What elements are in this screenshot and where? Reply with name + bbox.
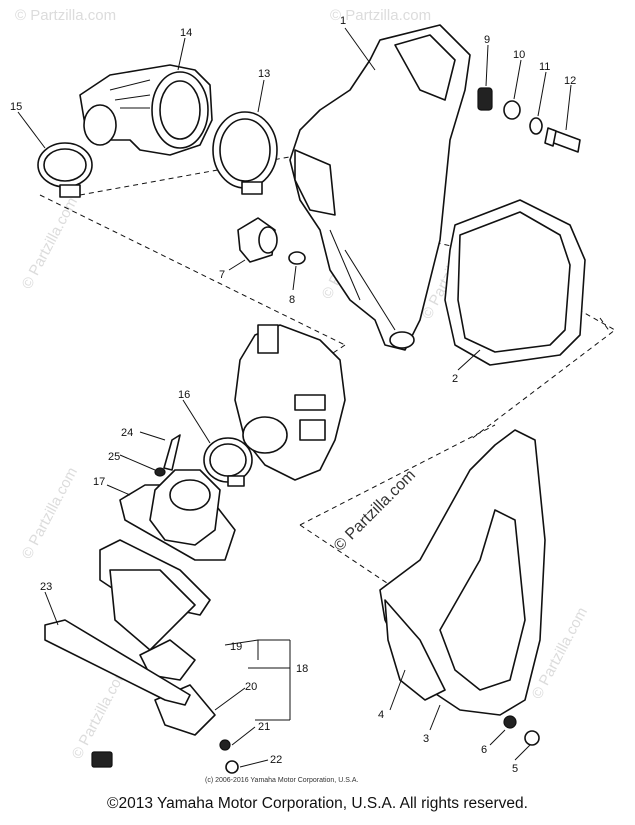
callout-numbers: 1 2 3 4 5 6 7 8 9 10 11 12 13 14 15 16 1… [10, 15, 576, 775]
callout-23: 23 [40, 581, 52, 593]
callout-5: 5 [512, 763, 518, 775]
callout-18: 18 [296, 663, 308, 675]
clamp-16 [203, 437, 253, 487]
callout-25: 25 [108, 451, 120, 463]
diagram-copyright: (c) 2006-2016 Yamaha Motor Corporation, … [205, 777, 358, 784]
cap-and-clip [237, 217, 306, 265]
callout-1: 1 [340, 15, 346, 27]
callout-16: 16 [178, 389, 190, 401]
clamp-13 [212, 111, 278, 195]
callout-10: 10 [513, 49, 525, 61]
callout-22: 22 [270, 754, 282, 766]
intake-manifold [119, 469, 236, 561]
callout-19: 19 [230, 641, 242, 653]
callout-15: 15 [10, 101, 22, 113]
callout-20: 20 [245, 681, 257, 693]
reed-valve [99, 539, 239, 774]
watermark-left-mid: © Partzilla.com [19, 195, 81, 292]
gasket [44, 619, 191, 706]
footer-copyright: ©2013 Yamaha Motor Corporation, U.S.A. A… [107, 795, 528, 812]
bolt-washer-24-25 [154, 434, 181, 477]
callout-4: 4 [378, 709, 384, 721]
watermark-tr: © Partzilla.com [330, 7, 431, 24]
callout-3: 3 [423, 733, 429, 745]
watermark-tl: © Partzilla.com [15, 7, 116, 24]
callout-21: 21 [258, 721, 270, 733]
callout-7: 7 [219, 269, 225, 281]
side-cover [379, 429, 546, 746]
parts-diagram: © Partzilla.com © Partzilla.com © Partzi… [10, 7, 616, 784]
watermark-main: © Partzilla.com [331, 467, 419, 555]
watermark-left-low: © Partzilla.com [19, 465, 81, 562]
callout-12: 12 [564, 75, 576, 87]
air-filter-element [444, 199, 586, 366]
callout-9: 9 [484, 34, 490, 46]
callout-6: 6 [481, 744, 487, 756]
air-filter-case [289, 24, 471, 351]
logo-mark [91, 751, 113, 768]
clamp-15 [37, 142, 93, 198]
watermark-bottom-left: © Partzilla.com [69, 665, 131, 762]
fastener-set-top [477, 87, 581, 153]
callout-24: 24 [121, 427, 133, 439]
callout-17: 17 [93, 476, 105, 488]
callout-13: 13 [258, 68, 270, 80]
carburetor [234, 324, 346, 481]
callout-11: 11 [539, 61, 550, 73]
callout-14: 14 [180, 27, 192, 39]
intake-boot [79, 64, 213, 156]
callout-leaders [17, 27, 572, 768]
callout-2: 2 [452, 373, 458, 385]
callout-8: 8 [289, 294, 295, 306]
